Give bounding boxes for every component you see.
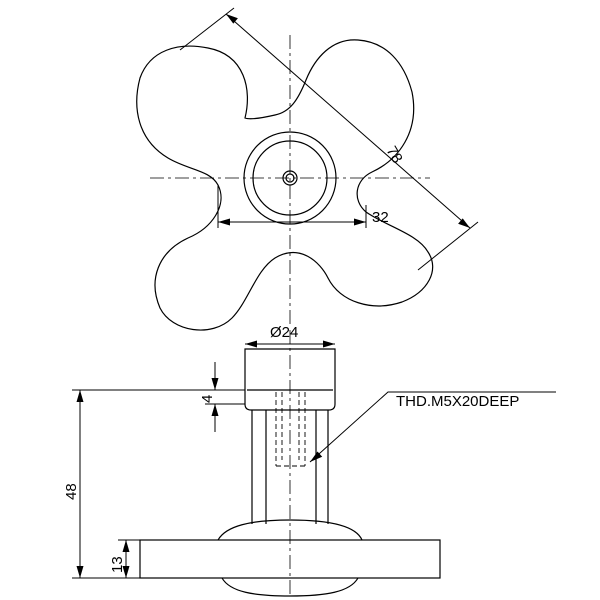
hub-outer-circle xyxy=(243,131,337,225)
dim-13-arrow-top xyxy=(122,540,130,552)
dim-78-ext-top xyxy=(179,7,235,51)
dim-4-label: 4 xyxy=(199,395,216,403)
knob-dome-top xyxy=(217,519,363,541)
dim-78-arrow-bottom xyxy=(458,218,470,228)
boss-outline xyxy=(244,348,336,411)
top-view: 32 78 xyxy=(136,7,479,331)
side-view: Ø24 4 48 13 THD.M5X20DEEP xyxy=(63,324,556,598)
knob-base xyxy=(139,539,441,579)
thread-callout-label: THD.M5X20DEEP xyxy=(396,393,519,410)
dim-32-label: 32 xyxy=(372,209,389,226)
dim-32-arrow-left xyxy=(218,218,230,226)
four-lobe-knob-outline xyxy=(136,39,434,331)
dim-4-arrow-lower xyxy=(211,404,219,416)
dim-48-arrow-bottom xyxy=(76,566,84,578)
dim-4-arrow-upper xyxy=(211,378,219,390)
thread-hole-outer xyxy=(282,170,298,186)
thread-callout-arrow xyxy=(310,451,323,462)
dim-78-line xyxy=(225,13,471,229)
dim-78-arrow-top xyxy=(226,14,238,24)
dim-13-label: 13 xyxy=(109,556,126,573)
hub-inner-circle xyxy=(252,140,328,216)
dim-32-arrow-right xyxy=(354,218,366,226)
dim-24-arrow-left xyxy=(245,340,257,348)
knob-dome-bottom xyxy=(221,577,359,597)
dim-13-arrow-bottom xyxy=(122,566,130,578)
dim-48-label: 48 xyxy=(63,483,80,500)
dim-78-ext-bottom xyxy=(417,221,479,271)
dim-78-label: 78 xyxy=(383,143,406,166)
thread-callout-leader xyxy=(309,391,556,463)
dim-48-arrow-top xyxy=(76,390,84,402)
dim-24-label: Ø24 xyxy=(270,324,298,341)
dim-24-arrow-right xyxy=(323,340,335,348)
thread-hole-inner xyxy=(285,173,295,183)
